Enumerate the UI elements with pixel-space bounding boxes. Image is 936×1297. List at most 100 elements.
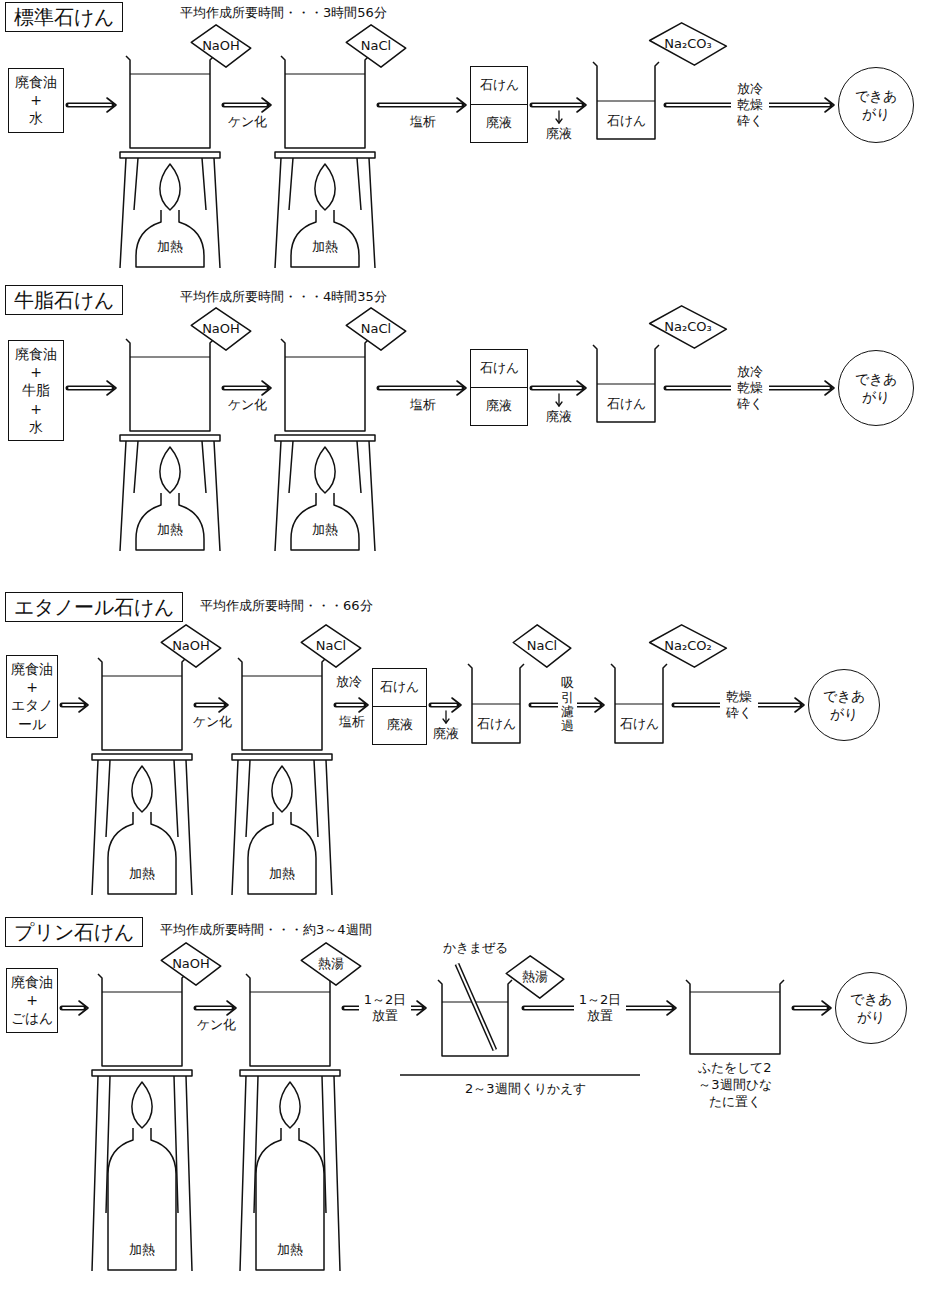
flow-arrow — [431, 698, 461, 723]
outline-stroke — [132, 766, 152, 812]
arrow-shaft — [62, 1006, 84, 1011]
arrow-label: 廃液 — [546, 126, 572, 142]
outline-stroke — [160, 447, 180, 493]
input-box: 廃食油 + ごはん — [6, 968, 58, 1033]
node-text: できあがり — [854, 370, 899, 406]
flow-arrow — [62, 1001, 88, 1015]
arrow-head — [79, 698, 88, 712]
node-text: 石けん — [373, 669, 426, 706]
arrow-shaft-gap — [432, 704, 456, 706]
outline-stroke — [254, 1076, 326, 1213]
outline-stroke — [281, 339, 369, 431]
outline-stroke — [250, 992, 330, 993]
title-box: エタノール石けん — [5, 592, 183, 622]
node-outline — [275, 60, 375, 270]
outline-stroke — [240, 1076, 340, 1271]
outline-stroke — [136, 493, 204, 550]
outline-stroke — [472, 704, 520, 705]
outline-stroke — [246, 760, 318, 837]
outline-stroke — [346, 308, 406, 350]
arrow-label: ケン化 — [197, 1017, 236, 1033]
beaker: 石けん — [590, 62, 662, 140]
down-arrow — [558, 111, 559, 123]
node-text: エタノール石けん — [14, 594, 174, 620]
outline-stroke — [130, 357, 210, 358]
node-text: Na₂CO₃ — [664, 36, 711, 53]
outline-stroke — [513, 625, 571, 667]
outline-stroke — [650, 23, 727, 65]
arrow-shaft-gap — [795, 1007, 826, 1009]
node-text: できあがり — [854, 87, 899, 123]
note-label: 放冷 — [336, 674, 362, 691]
flow-arrow — [62, 698, 88, 712]
arrow-shaft-gap — [337, 704, 363, 706]
flow-arrow — [379, 381, 466, 395]
node-text: 加熱 — [157, 239, 183, 256]
heating-apparatus: 加熱 — [120, 60, 220, 270]
arrow-shaft — [532, 386, 582, 391]
outline-stroke — [275, 435, 375, 441]
arrow-head — [825, 381, 834, 395]
arrow-head — [457, 98, 466, 112]
node-outline — [465, 664, 527, 744]
outline-stroke — [615, 704, 663, 705]
flow-arrow — [532, 98, 586, 123]
node-text: 加熱 — [312, 239, 338, 256]
outline-stroke — [686, 980, 784, 1054]
arrow-label: 吸引濾過 — [558, 674, 577, 735]
arrow-label: 廃液 — [433, 726, 459, 742]
node-text: 廃液 — [471, 387, 527, 425]
heating-apparatus: 加熱 — [275, 343, 375, 553]
node-text: 石けん — [607, 113, 646, 130]
outline-stroke — [92, 760, 192, 895]
separation-box: 石けん廃液 — [470, 66, 528, 143]
arrow-shaft-gap — [380, 387, 461, 389]
outline-stroke — [597, 101, 655, 102]
arrow-head — [577, 98, 586, 112]
arrow-label: 塩析 — [339, 714, 365, 730]
outline-stroke — [457, 964, 495, 1050]
reagent-bag: Na₂CO₃ — [648, 22, 728, 66]
node-text: 加熱 — [129, 1242, 155, 1259]
outline-stroke — [593, 345, 659, 422]
title-box: 標準石けん — [5, 2, 123, 32]
node-text: NaOH — [202, 321, 240, 338]
arrow-shaft — [532, 103, 582, 108]
separation-box: 石けん廃液 — [470, 349, 528, 426]
node-text: 加熱 — [277, 1242, 303, 1259]
outline-stroke — [650, 306, 727, 348]
down-arrow-head — [556, 402, 562, 406]
outline-stroke — [134, 158, 206, 210]
reagent-bag: NaOH — [190, 307, 252, 351]
arrow-head — [262, 381, 271, 395]
heating-apparatus: 加熱 — [240, 978, 340, 1273]
outline-stroke — [161, 625, 221, 667]
outline-stroke — [134, 441, 206, 493]
outline-stroke — [120, 152, 220, 158]
flow-arrow — [68, 98, 116, 112]
arrow-head — [595, 698, 604, 712]
arrow-shaft — [794, 1006, 827, 1011]
node-text: NaOH — [172, 956, 210, 973]
arrow-shaft-gap — [69, 104, 111, 106]
outline-stroke — [285, 357, 365, 358]
outline-stroke — [457, 964, 495, 1050]
node-text: 熱湯 — [522, 969, 548, 986]
arrow-head — [795, 698, 804, 712]
outline-stroke — [438, 980, 512, 1056]
note-label: 平均作成所要時間・・・4時間35分 — [180, 289, 387, 306]
outline-stroke — [161, 943, 221, 985]
separation-box: 石けん廃液 — [372, 668, 427, 745]
node-text: 石けん — [477, 716, 516, 733]
node-text: できあがり — [822, 687, 867, 723]
outline-stroke — [301, 943, 361, 985]
reagent-bag: 熱湯 — [300, 942, 362, 986]
outline-stroke — [98, 658, 186, 750]
outline-stroke — [132, 1082, 152, 1128]
heating-apparatus: 加熱 — [92, 662, 192, 897]
arrow-head — [667, 1001, 676, 1015]
down-arrow — [558, 394, 559, 406]
arrow-shaft — [68, 103, 112, 108]
arrow-head — [359, 698, 368, 712]
arrow-shaft-gap — [380, 104, 461, 106]
